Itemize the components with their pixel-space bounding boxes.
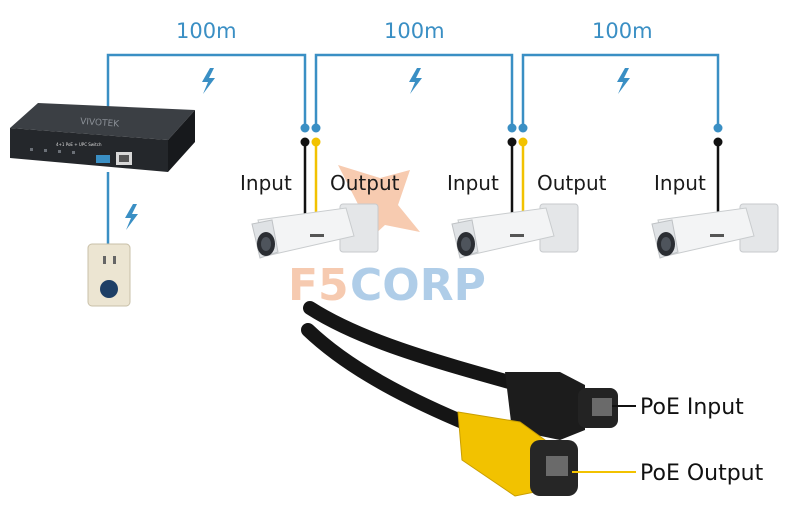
- link-line-1: [106, 53, 307, 128]
- camera2-output-label: Output: [537, 171, 607, 195]
- camera1-output-label: Output: [330, 171, 400, 195]
- switch-dip-switch: [96, 155, 110, 163]
- wall-outlet: [87, 243, 131, 307]
- lightning-icon: [617, 68, 630, 94]
- camera-2: [451, 203, 579, 259]
- watermark-part1: F5: [288, 260, 349, 311]
- switch-model: 4+1 PoE + UPC Switch: [56, 142, 102, 147]
- distance-label-3: 100m: [592, 19, 653, 43]
- poe-output-cable: [301, 323, 477, 432]
- watermark: F5 CORP: [288, 165, 486, 311]
- camera2-input-label: Input: [447, 171, 499, 195]
- poe-switch: VIVOTEK 4+1 PoE + UPC Switch: [10, 103, 195, 172]
- camera-drops: [300, 123, 723, 222]
- camera-3: [651, 203, 779, 259]
- poe-output-label: PoE Output: [640, 461, 764, 486]
- poe-input-label: PoE Input: [640, 395, 744, 420]
- poe-input-cable: [303, 301, 527, 392]
- camera1-input-label: Input: [240, 171, 292, 195]
- distance-label-1: 100m: [176, 19, 237, 43]
- link-line-3: [521, 53, 720, 128]
- distance-label-2: 100m: [384, 19, 445, 43]
- poe-output-connector: [457, 411, 578, 497]
- lightning-icon: [125, 204, 138, 230]
- watermark-bird-logo: [338, 165, 420, 248]
- network-lines: [106, 53, 720, 290]
- link-line-2: [314, 53, 514, 128]
- lightning-icon: [202, 68, 215, 94]
- cable-detail: [301, 301, 527, 432]
- camera3-input-label: Input: [654, 171, 706, 195]
- power-plug: [100, 280, 118, 298]
- watermark-part2: CORP: [350, 260, 486, 311]
- power-icons: [125, 68, 630, 230]
- camera-1: [251, 203, 379, 259]
- poe-input-connector: [505, 372, 618, 440]
- switch-brand: VIVOTEK: [80, 117, 121, 130]
- lightning-icon: [409, 68, 422, 94]
